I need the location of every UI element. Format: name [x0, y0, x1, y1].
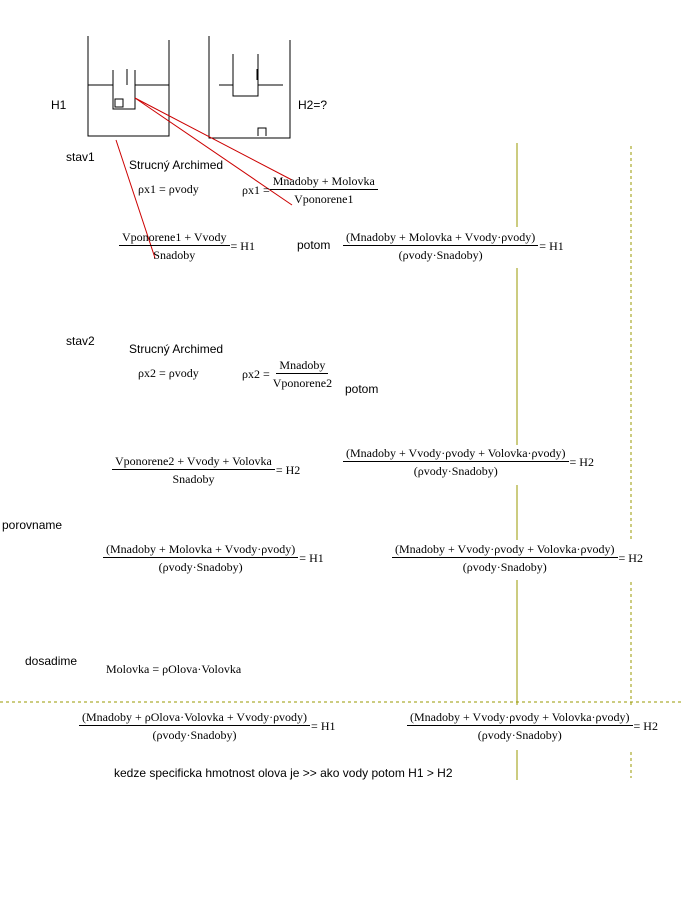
equation-density-x1: ρx1 = ρvody	[138, 182, 199, 196]
numerator: Mnadoby	[276, 358, 329, 374]
numerator: (Mnadoby + Vvody·ρvody + Volovka·ρvody)	[392, 542, 618, 558]
label-stav1: stav1	[66, 150, 95, 164]
denominator: (ρvody·Snadoby)	[462, 560, 547, 574]
equation-suffix: = H2	[633, 718, 658, 733]
equation-substituted-h1: (Mnadoby + ρOlova·Volovka + Vvody·ρvody)…	[79, 710, 335, 742]
denominator: (ρvody·Snadoby)	[398, 248, 483, 262]
denominator: Vponorene1	[294, 192, 354, 206]
equation-molovka: Molovka = ρOlova·Volovka	[106, 662, 242, 676]
equation-suffix: = H1	[299, 550, 324, 565]
label-potom-2: potom	[345, 382, 379, 396]
denominator: (ρvody·Snadoby)	[413, 464, 498, 478]
equation-suffix: = H1	[311, 718, 336, 733]
label-h1: H1	[51, 98, 67, 112]
equation-h2-mass: (Mnadoby + Vvody·ρvody + Volovka·ρvody) (…	[343, 446, 594, 478]
numerator: Vponorene1 + Vvody	[119, 230, 230, 246]
label-potom-1: potom	[297, 238, 331, 252]
numerator: (Mnadoby + ρOlova·Volovka + Vvody·ρvody)	[79, 710, 311, 726]
equation-compare-h2: (Mnadoby + Vvody·ρvody + Volovka·ρvody) (…	[392, 542, 643, 574]
label-porovname: porovname	[2, 518, 63, 532]
equation-substituted-h2: (Mnadoby + Vvody·ρvody + Volovka·ρvody) (…	[407, 710, 658, 742]
equation-h1-mass: (Mnadoby + Molovka + Vvody·ρvody) (ρvody·…	[343, 230, 564, 262]
label-stav2: stav2	[66, 334, 95, 348]
label-h2: H2=?	[298, 98, 328, 112]
denominator: (ρvody·Snadoby)	[477, 728, 562, 742]
denominator: (ρvody·Snadoby)	[152, 728, 237, 742]
equation-suffix: = H2	[618, 550, 643, 565]
equation-lhs: ρx1 =	[242, 182, 270, 197]
denominator: Snadoby	[172, 472, 215, 486]
equation-suffix: = H2	[275, 462, 301, 477]
denominator: Snadoby	[153, 248, 196, 262]
beaker-1	[87, 36, 170, 137]
numerator: (Mnadoby + Vvody·ρvody + Volovka·ρvody)	[343, 446, 569, 462]
annotation-lines	[115, 97, 293, 259]
equation-compare-h1: (Mnadoby + Molovka + Vvody·ρvody) (ρvody·…	[103, 542, 324, 574]
denominator: Vponorene2	[272, 376, 333, 390]
numerator: (Mnadoby + Molovka + Vvody·ρvody)	[103, 542, 299, 558]
equation-density-x2: ρx2 = ρvody	[138, 366, 199, 380]
denominator: (ρvody·Snadoby)	[158, 560, 243, 574]
label-dosadime: dosadime	[25, 654, 78, 668]
label-archimed-1: Strucný Archimed	[129, 158, 224, 172]
numerator: Vponorene2 + Vvody + Volovka	[112, 454, 275, 470]
beaker-2	[208, 36, 291, 139]
equation-suffix: = H1	[230, 238, 255, 253]
equation-lhs: ρx2 =	[242, 366, 270, 381]
equation-suffix: = H2	[569, 454, 594, 469]
numerator: Mnadoby + Molovka	[269, 174, 378, 190]
numerator: (Mnadoby + Vvody·ρvody + Volovka·ρvody)	[407, 710, 633, 726]
label-conclusion: kedze specificka hmotnost olova je >> ak…	[114, 766, 453, 780]
numerator: (Mnadoby + Molovka + Vvody·ρvody)	[343, 230, 539, 246]
equation-suffix: = H1	[539, 238, 564, 253]
label-archimed-2: Strucný Archimed	[129, 342, 224, 356]
